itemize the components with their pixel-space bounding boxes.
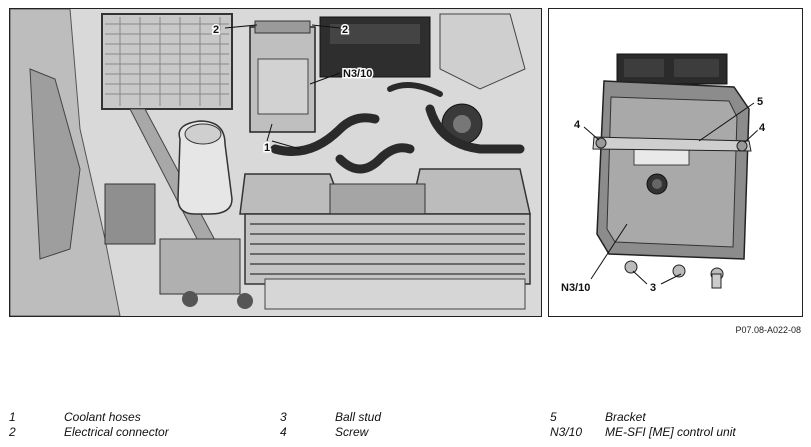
bracket (592, 136, 752, 152)
legend-number: N3/10 (550, 425, 583, 439)
engine-compartment-drawing: 2 2 N3/10 1 (10, 9, 541, 316)
engine-compartment-illustration: 2 2 N3/10 1 (9, 8, 542, 317)
coolant-reservoir (177, 120, 233, 215)
engine-block (244, 213, 531, 310)
legend-number: 2 (9, 425, 16, 439)
callout-2-right: 2 (342, 24, 348, 36)
control-unit-detail-illustration: 5 4 4 N3/10 3 (548, 8, 803, 317)
control-unit-housing (596, 80, 750, 260)
legend-number: 4 (280, 425, 287, 439)
legend-text: ME-SFI [ME] control unit (605, 425, 736, 439)
callout-4-right: 4 (759, 122, 766, 134)
radiator (101, 13, 233, 110)
legend-number: 1 (9, 410, 16, 424)
control-unit-in-bay (249, 20, 316, 133)
legend-text: Screw (335, 425, 369, 439)
ball-studs (624, 260, 724, 289)
control-unit-detail-drawing: 5 4 4 N3/10 3 (549, 9, 802, 316)
legend-number: 5 (550, 410, 557, 424)
callout-n3-10-bay: N3/10 (343, 68, 372, 80)
control-unit-connector (616, 53, 728, 85)
callout-1: 1 (264, 142, 270, 154)
legend-text: Electrical connector (64, 425, 169, 439)
callout-5: 5 (757, 96, 763, 108)
legend-text: Coolant hoses (64, 410, 141, 424)
figure-code: P07.08-A022-08 (735, 325, 801, 335)
callout-4-left: 4 (574, 119, 581, 131)
coolant-hoses (270, 82, 525, 174)
legend-text: Ball stud (335, 410, 382, 424)
legend: 1 Coolant hoses 2 Electrical connector 3… (9, 410, 804, 442)
legend-text: Bracket (605, 410, 646, 424)
callout-2-left: 2 (213, 24, 219, 36)
legend-number: 3 (280, 410, 287, 424)
callout-3: 3 (650, 282, 656, 294)
callout-n3-10-detail: N3/10 (561, 282, 590, 294)
